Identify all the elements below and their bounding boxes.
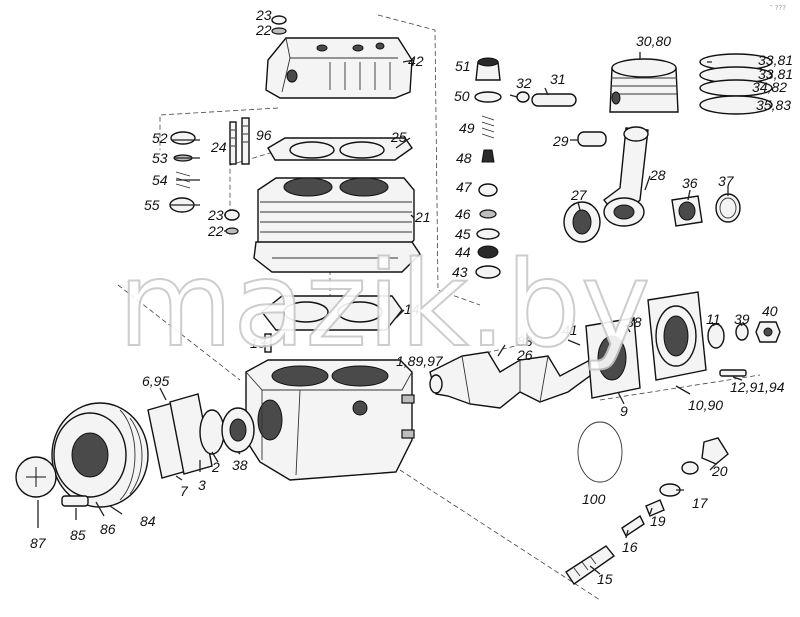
- connecting-rod: [563, 126, 741, 243]
- label-27: 27: [570, 187, 588, 203]
- label-54: 54: [152, 172, 168, 188]
- label-42: 42: [408, 53, 424, 69]
- label-85: 85: [70, 527, 86, 543]
- label-34-82: 34,82: [752, 79, 787, 95]
- label-26: 26: [516, 347, 533, 363]
- pulley-group: [15, 402, 149, 508]
- label-25: 25: [390, 129, 407, 145]
- front-cover-group: [147, 393, 255, 479]
- label-86: 86: [100, 521, 116, 537]
- label-32: 32: [516, 75, 532, 91]
- part-labels: 23 22 42 51 32 31 30,80 33,81 33,81 34,8…: [30, 7, 793, 587]
- piston-assembly: [516, 53, 773, 115]
- left-valve-group: [169, 131, 240, 235]
- label-51: 51: [455, 58, 471, 74]
- corner-mark: ″ ???: [770, 4, 786, 12]
- base-gasket: [261, 295, 403, 331]
- guide-line-right: [599, 374, 761, 401]
- label-38-right: 38: [626, 314, 642, 330]
- crankcase: [245, 359, 415, 481]
- label-46: 46: [455, 206, 471, 222]
- label-84: 84: [140, 513, 156, 529]
- label-11: 11: [706, 311, 721, 327]
- label-36: 36: [682, 175, 698, 191]
- head-gasket: [267, 137, 413, 161]
- cylinder-block: [253, 177, 421, 273]
- label-20: 20: [711, 463, 728, 479]
- label-10-90: 10,90: [688, 397, 723, 413]
- label-41: 41: [562, 322, 578, 338]
- label-55: 55: [144, 197, 160, 213]
- label-29: 29: [552, 133, 569, 149]
- label-31: 31: [550, 71, 566, 87]
- label-39: 39: [734, 311, 750, 327]
- label-30-80: 30,80: [636, 33, 671, 49]
- valve-stack: [474, 57, 502, 279]
- guide-line-valve: [399, 469, 601, 601]
- label-7: 7: [180, 483, 189, 499]
- label-37: 37: [718, 173, 735, 189]
- label-12-91-94: 12,91,94: [730, 379, 785, 395]
- label-87: 87: [30, 535, 47, 551]
- label-96: 96: [256, 127, 272, 143]
- label-17: 17: [692, 495, 709, 511]
- label-52: 52: [152, 130, 168, 146]
- label-45: 45: [455, 226, 471, 242]
- label-21: 21: [414, 209, 431, 225]
- label-22: 22: [207, 223, 224, 239]
- label-44: 44: [455, 244, 471, 260]
- label-28: 28: [649, 167, 666, 183]
- label-49: 49: [459, 120, 475, 136]
- label-35-83: 35,83: [756, 97, 791, 113]
- label-3: 3: [198, 477, 206, 493]
- label-13: 13: [250, 335, 266, 351]
- nut-washer-top: [271, 15, 287, 35]
- label-15: 15: [597, 571, 613, 587]
- label-9: 9: [620, 403, 628, 419]
- label-48: 48: [456, 150, 472, 166]
- label-2: 2: [211, 459, 220, 475]
- label-23-top: 23: [255, 7, 272, 23]
- label-88: 88: [517, 333, 533, 349]
- watermark-text: mazik.by: [118, 235, 651, 373]
- drain-valve-group: [565, 437, 729, 585]
- label-100: 100: [582, 491, 606, 507]
- label-50: 50: [454, 88, 470, 104]
- guide-line-cylinder: [229, 149, 281, 220]
- label-53: 53: [152, 150, 168, 166]
- guide-line-left: [117, 284, 241, 381]
- stud-bolts: [229, 117, 250, 165]
- label-47: 47: [456, 179, 473, 195]
- label-23: 23: [207, 207, 224, 223]
- label-33-81-b: 33,81: [758, 66, 793, 82]
- label-33-81-a: 33,81: [758, 52, 793, 68]
- label-22-top: 22: [255, 22, 272, 38]
- label-16: 16: [622, 539, 638, 555]
- label-24: 24: [210, 139, 227, 155]
- label-19: 19: [650, 513, 666, 529]
- cylinder-head: [265, 37, 413, 99]
- leader-lines: [37, 52, 743, 575]
- label-40: 40: [762, 303, 778, 319]
- label-14: 14: [404, 301, 420, 317]
- label-38-left: 38: [232, 457, 248, 473]
- label-1-89-97: 1,89,97: [396, 353, 444, 369]
- bearing-housing-right: [577, 291, 781, 483]
- guide-line-top: [377, 14, 481, 306]
- label-6-95: 6,95: [142, 373, 169, 389]
- label-43: 43: [452, 264, 468, 280]
